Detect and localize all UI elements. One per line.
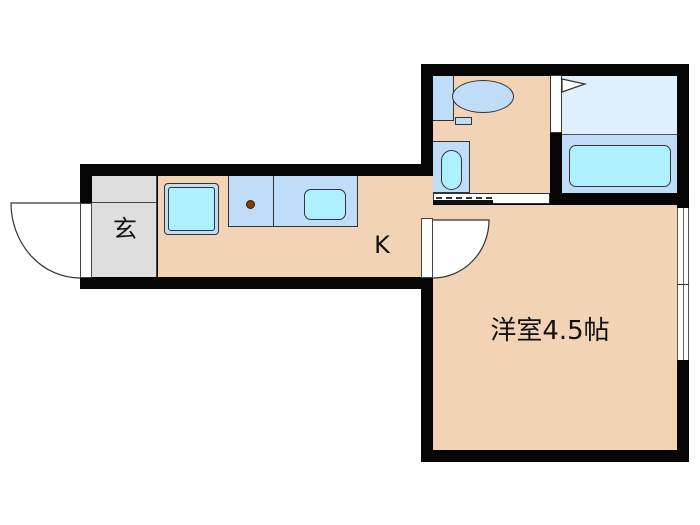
stove-burner-icon xyxy=(246,200,255,209)
entrance-door-swing-icon xyxy=(10,202,81,279)
western-room-label: 洋室4.5帖 xyxy=(490,316,610,346)
washbasin xyxy=(441,150,462,190)
sliding-door-track xyxy=(436,197,492,199)
window-lock xyxy=(677,284,689,285)
genkan-label: 玄 xyxy=(113,215,137,243)
genkan-step-line xyxy=(92,202,157,203)
sink-basin xyxy=(304,189,346,220)
entrance-door[interactable] xyxy=(80,203,92,278)
refrigerator-inner xyxy=(168,187,215,231)
toilet-handle xyxy=(455,117,472,125)
room-door[interactable] xyxy=(421,218,433,278)
genkan-floor xyxy=(92,176,157,277)
room-door-swing-icon xyxy=(432,219,490,279)
sliding-door-panel xyxy=(433,200,493,204)
kitchen-label: K xyxy=(374,231,390,259)
toilet-bowl xyxy=(452,80,514,113)
bathtub xyxy=(569,145,671,187)
bathroom-door[interactable] xyxy=(550,75,562,133)
